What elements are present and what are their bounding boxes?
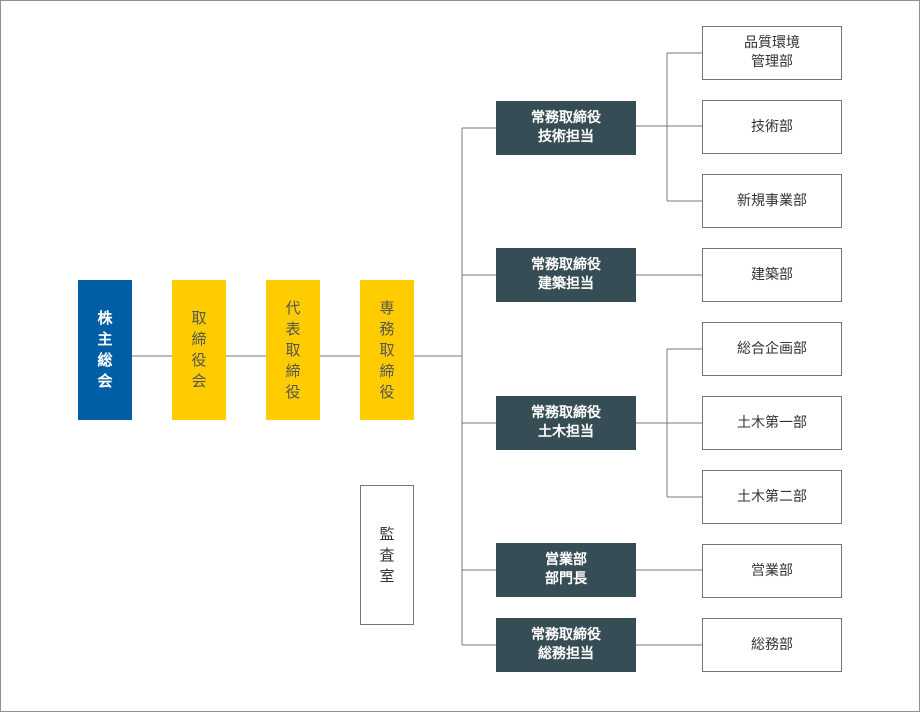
dept-new-business-label: 新規事業部 bbox=[737, 192, 807, 209]
dept-civil-2-label: 土木第二部 bbox=[737, 488, 807, 505]
dept-civil-1-box: 土木第一部 bbox=[702, 396, 842, 450]
vertical-char: 役 bbox=[191, 351, 207, 369]
vertical-char: 表 bbox=[285, 319, 301, 338]
dept-construction-label: 建築部 bbox=[751, 266, 793, 283]
dept-quality-label: 品質環境 管理部 bbox=[744, 35, 800, 70]
audit-office-box: 監査室 bbox=[360, 485, 414, 625]
vertical-char: 務 bbox=[379, 319, 395, 338]
vertical-char: 監 bbox=[379, 524, 395, 543]
dept-quality-box: 品質環境 管理部 bbox=[702, 26, 842, 80]
dept-technology-label: 技術部 bbox=[751, 118, 793, 135]
vertical-char: 会 bbox=[97, 372, 113, 390]
dept-technology-box: 技術部 bbox=[702, 100, 842, 154]
vertical-char: 主 bbox=[97, 330, 113, 348]
vertical-char: 締 bbox=[285, 361, 301, 380]
exec-construction-label: 常務取締役 建築担当 bbox=[531, 257, 601, 292]
exec-technology-label: 常務取締役 技術担当 bbox=[531, 110, 601, 145]
vertical-char: 会 bbox=[191, 372, 207, 390]
exec-civil-box: 常務取締役 土木担当 bbox=[496, 396, 636, 450]
vertical-char: 専 bbox=[379, 298, 395, 317]
exec-technology-box: 常務取締役 技術担当 bbox=[496, 101, 636, 155]
vertical-char: 査 bbox=[379, 545, 395, 564]
dept-planning-box: 総合企画部 bbox=[702, 322, 842, 376]
dept-construction-box: 建築部 bbox=[702, 248, 842, 302]
vertical-char: 取 bbox=[191, 309, 207, 327]
vertical-char: 役 bbox=[285, 382, 301, 401]
shareholders-meeting-box: 株主総会 bbox=[78, 280, 132, 420]
exec-civil-label: 常務取締役 土木担当 bbox=[531, 405, 601, 440]
dept-planning-label: 総合企画部 bbox=[737, 340, 807, 357]
vertical-char: 株 bbox=[97, 309, 113, 327]
vertical-char: 締 bbox=[191, 330, 207, 348]
vertical-char: 総 bbox=[97, 351, 113, 369]
vertical-char: 代 bbox=[285, 298, 301, 317]
exec-general-affairs-label: 常務取締役 総務担当 bbox=[531, 627, 601, 662]
dept-civil-2-box: 土木第二部 bbox=[702, 470, 842, 524]
dept-general-affairs-box: 総務部 bbox=[702, 618, 842, 672]
representative-director-box: 代表取締役 bbox=[266, 280, 320, 420]
exec-construction-box: 常務取締役 建築担当 bbox=[496, 248, 636, 302]
exec-sales-label: 営業部 部門長 bbox=[545, 552, 587, 587]
vertical-char: 取 bbox=[285, 340, 301, 359]
dept-civil-1-label: 土木第一部 bbox=[737, 414, 807, 431]
board-of-directors-box: 取締役会 bbox=[172, 280, 226, 420]
vertical-char: 取 bbox=[379, 340, 395, 359]
vertical-char: 室 bbox=[379, 566, 395, 585]
dept-sales-label: 営業部 bbox=[751, 562, 793, 579]
dept-general-affairs-label: 総務部 bbox=[751, 636, 793, 653]
exec-sales-box: 営業部 部門長 bbox=[496, 543, 636, 597]
senior-managing-director-box: 専務取締役 bbox=[360, 280, 414, 420]
dept-new-business-box: 新規事業部 bbox=[702, 174, 842, 228]
vertical-char: 締 bbox=[379, 361, 395, 380]
exec-general-affairs-box: 常務取締役 総務担当 bbox=[496, 618, 636, 672]
vertical-char: 役 bbox=[379, 382, 395, 401]
dept-sales-box: 営業部 bbox=[702, 544, 842, 598]
